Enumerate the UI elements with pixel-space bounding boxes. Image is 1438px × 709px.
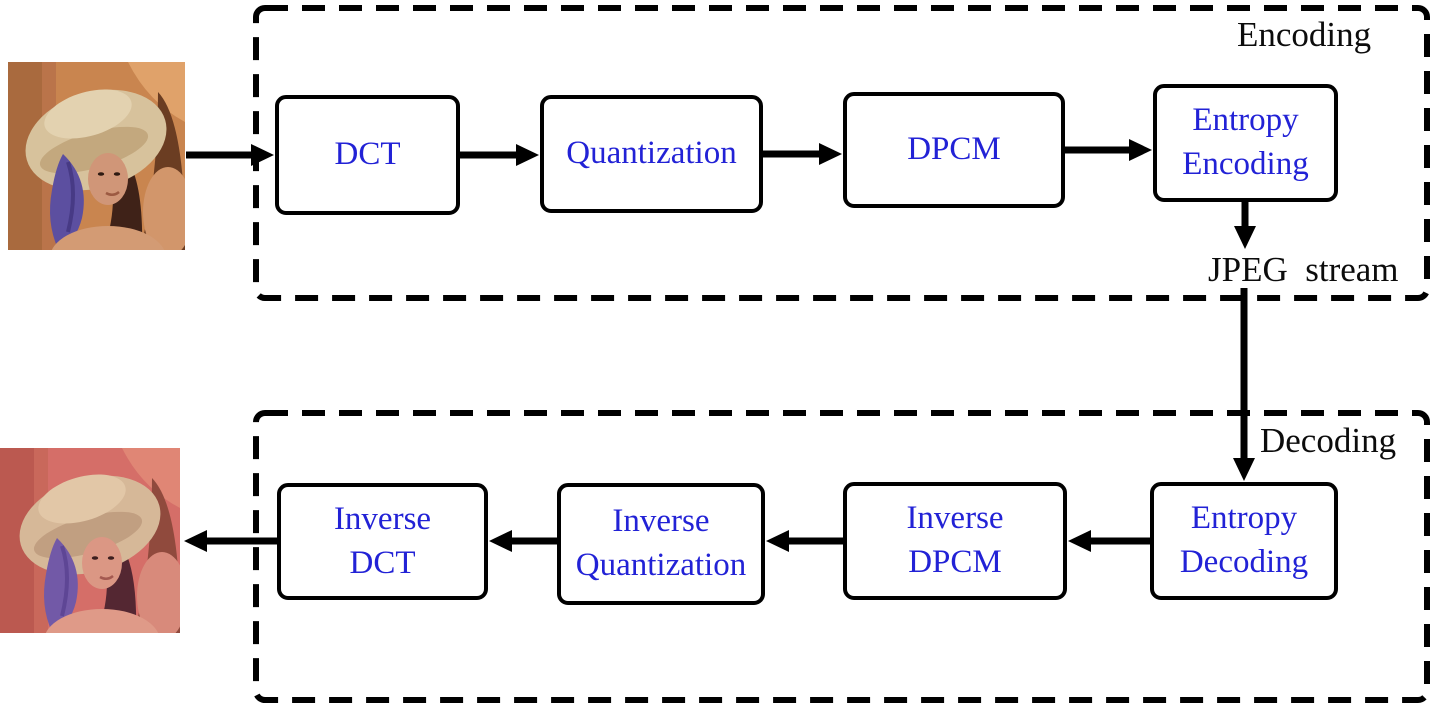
encoding-section-label: Encoding <box>1237 15 1372 54</box>
box-quantization: Quantization <box>540 95 763 213</box>
jpeg-stream-label: JPEG stream <box>1208 250 1399 289</box>
box-inverse-dpcm: Inverse DPCM <box>843 482 1067 600</box>
decoding-dashed-border <box>253 410 1430 703</box>
decoding-section-label: Decoding <box>1260 421 1397 460</box>
box-inverse-quantization: Inverse Quantization <box>557 483 765 605</box>
flow-arrows <box>184 139 1256 552</box>
box-inverse-dct: Inverse DCT <box>277 483 488 600</box>
box-entropy-decoding: Entropy Decoding <box>1150 482 1338 600</box>
box-dct: DCT <box>275 95 460 215</box>
original-image <box>8 62 185 250</box>
box-entropy-encoding: Entropy Encoding <box>1153 84 1338 202</box>
box-dpcm: DPCM <box>843 92 1065 208</box>
decoded-image <box>0 448 180 633</box>
